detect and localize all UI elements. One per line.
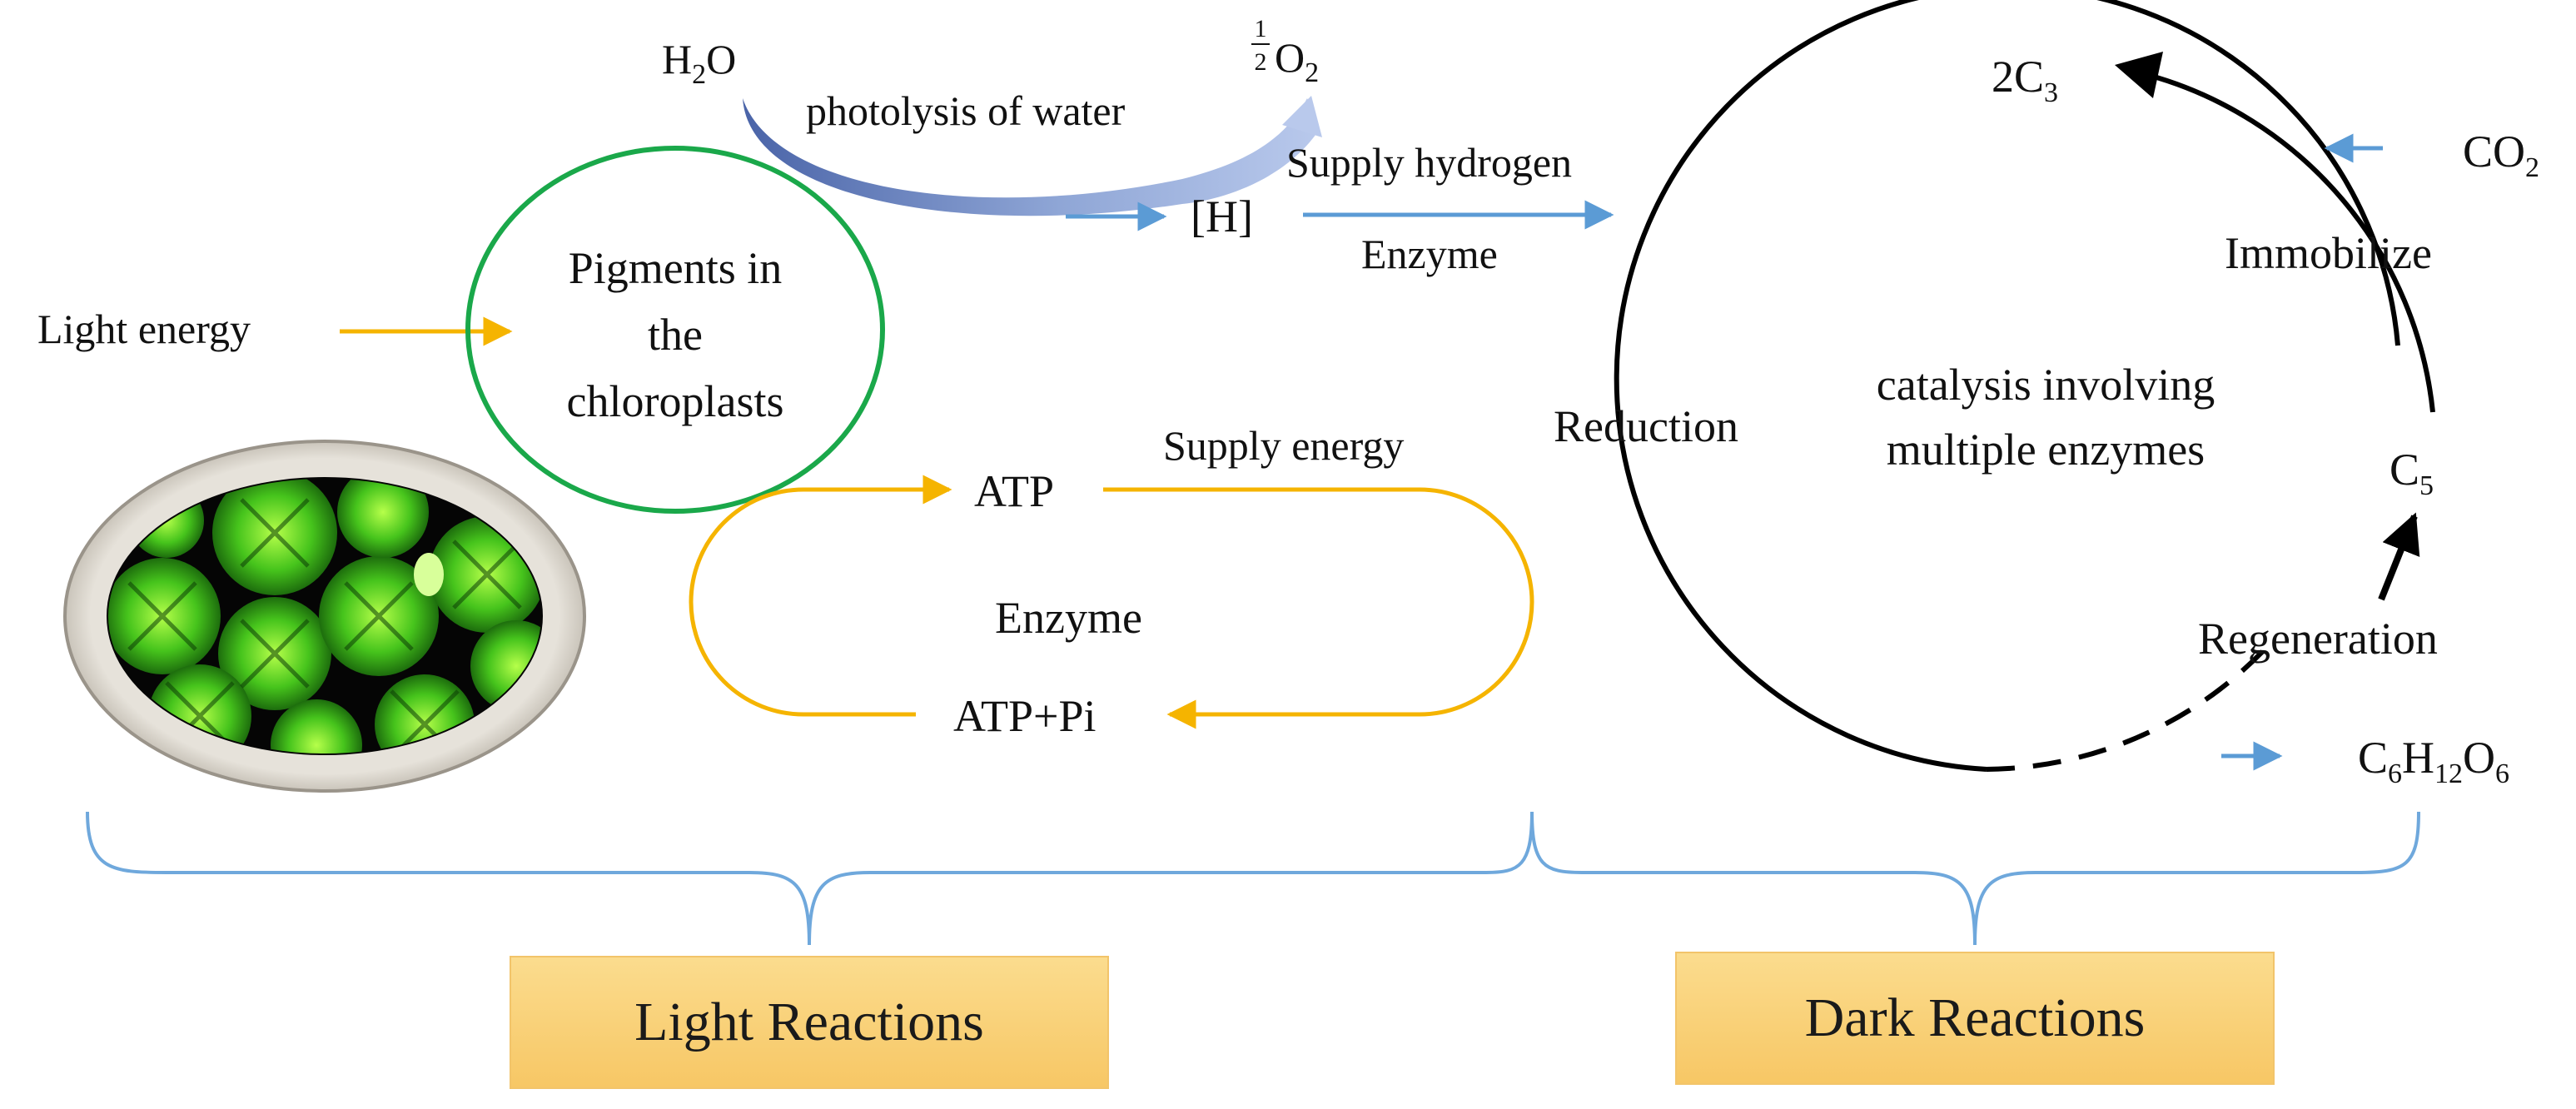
hydrogen-label: [H] — [1191, 191, 1253, 241]
enzyme-top-label: Enzyme — [1361, 231, 1498, 277]
co2-label: CO2 — [2463, 127, 2539, 183]
glucose-label: C6H12O6 — [2358, 733, 2509, 789]
catalysis-line-2: multiple enzymes — [1887, 425, 2205, 475]
pigments-line-3: chloroplasts — [567, 376, 784, 426]
catalysis-line-1: catalysis involving — [1877, 360, 2215, 410]
supply-hydrogen-label: Supply hydrogen — [1286, 139, 1572, 186]
regeneration-arrow — [2378, 512, 2420, 601]
enzyme-label: Enzyme — [995, 593, 1142, 643]
chloroplast-micrograph-icon — [63, 440, 586, 793]
pigment-circle — [465, 146, 885, 514]
water-label: H2O — [662, 36, 736, 90]
svg-text:2: 2 — [1255, 48, 1267, 76]
dark-reactions-title: Dark Reactions — [1675, 952, 2275, 1085]
regeneration-label: Regeneration — [2198, 614, 2438, 664]
oxygen-label: 1 2 O2 — [1251, 15, 1319, 88]
light-energy-label: Light energy — [37, 306, 251, 352]
light-reactions-title: Light Reactions — [510, 956, 1109, 1089]
light-reactions-brace — [86, 811, 1534, 946]
pigments-line-1: Pigments in — [569, 243, 783, 293]
svg-text:O2: O2 — [1275, 34, 1319, 88]
atp-cycle-loop — [689, 487, 1534, 717]
c3-arrowhead — [2115, 52, 2163, 98]
reduction-label: Reduction — [1554, 401, 1738, 451]
c5-label: C5 — [2390, 445, 2434, 501]
adp-label: ATP+Pi — [953, 691, 1097, 741]
photolysis-label: photolysis of water — [806, 87, 1126, 134]
immobilize-label: Immobilize — [2225, 228, 2432, 278]
dark-reactions-brace — [1530, 811, 2420, 946]
supply-energy-label: Supply energy — [1163, 422, 1404, 469]
atp-label: ATP — [974, 466, 1054, 516]
svg-text:1: 1 — [1255, 15, 1267, 42]
photolysis-arrowhead — [1282, 96, 1322, 137]
immobilize-arc — [2147, 72, 2435, 413]
calvin-cycle-arc — [1614, 0, 2400, 772]
pigments-line-2: the — [648, 310, 703, 360]
photolysis-arrow — [743, 98, 1320, 216]
c3-label: 2C3 — [1992, 52, 2058, 108]
calvin-cycle-dashed-arc — [1986, 647, 2267, 772]
